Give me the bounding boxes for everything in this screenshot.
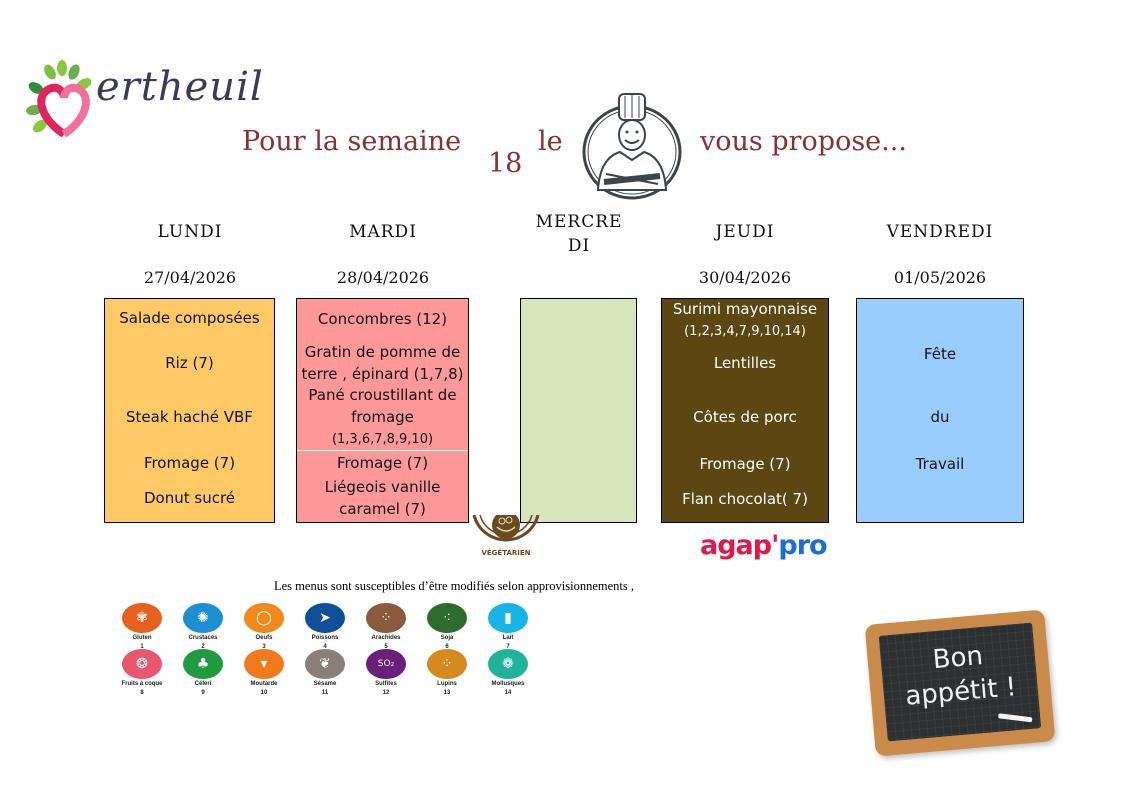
menu-item: Concombres (12) <box>317 310 448 328</box>
menu-item: Flan chocolat( 7) <box>682 490 808 508</box>
supply-notice: Les menus sont susceptibles d’être modif… <box>274 579 635 593</box>
menu-item: Steak haché VBF <box>126 408 253 426</box>
agappro-logo: agap'pro <box>700 530 828 561</box>
brand-part1: agap' <box>700 530 779 561</box>
headline-mid: le <box>538 126 563 157</box>
menu-box-thursday: Surimi mayonnaise (1,2,3,4,7,9,10,14) Le… <box>661 298 829 523</box>
menu-item: Fromage (7) <box>143 454 236 472</box>
menu-box-monday: Salade composées Riz (7) Steak haché VBF… <box>104 298 275 523</box>
logo-text: ertheuil <box>96 64 264 110</box>
day-name-wednesday: MERCRE DI <box>494 210 664 258</box>
menu-item: fromage <box>351 408 414 426</box>
soy-icon: ⁖ <box>427 603 467 633</box>
chef-icon <box>582 93 682 200</box>
menu-item: Fête <box>923 345 957 363</box>
menu-item: Salade composées <box>119 309 260 327</box>
headline-right: vous propose... <box>700 126 907 157</box>
day-name-wednesday-line2: DI <box>567 236 591 256</box>
day-name-thursday: JEUDI <box>715 222 775 242</box>
allergen-gluten: ✾ Gluten 1 <box>114 603 170 651</box>
menu-item: Lentilles <box>713 354 777 372</box>
headline-left: Pour la semaine <box>242 126 462 157</box>
sesame-icon: ❦ <box>305 649 345 679</box>
menu-item: Pané croustillant de <box>308 386 457 404</box>
menu-box-friday: Fête du Travail <box>856 298 1024 523</box>
chef-illustration <box>580 90 685 202</box>
chalk-icon <box>998 713 1033 723</box>
menu-item: Surimi mayonnaise <box>672 300 818 318</box>
celery-icon: ♣ <box>183 649 223 679</box>
town-logo: ertheuil <box>24 58 263 138</box>
section-divider <box>297 450 468 451</box>
allergen-arachides: ⁘ Arachides 5 <box>358 603 414 651</box>
allergen-moutarde: ▾ Moutarde 10 <box>236 649 292 697</box>
day-name-tuesday: MARDI <box>349 222 417 242</box>
menu-item: Liégeois vanille <box>324 478 441 496</box>
day-date-friday: 01/05/2026 <box>893 268 987 287</box>
week-number: 18 <box>488 148 523 179</box>
milk-icon: ▮ <box>488 603 528 633</box>
allergen-sulfites: SO₂ Sulfites 12 <box>358 649 414 697</box>
wheat-icon: ✾ <box>122 603 162 633</box>
peanut-icon: ⁘ <box>366 603 406 633</box>
menu-item: Côtes de porc <box>693 408 797 426</box>
mustard-icon: ▾ <box>244 649 284 679</box>
lupin-icon: ⁘ <box>427 649 467 679</box>
allergen-lait: ▮ Lait 7 <box>480 603 536 651</box>
allergen-mollusques: ❁ Mollusques 14 <box>480 649 536 697</box>
svg-text:VÉGÉTARIEN: VÉGÉTARIEN <box>481 548 530 557</box>
menu-item: Fromage (7) <box>336 454 429 472</box>
day-date-monday: 27/04/2026 <box>143 268 237 287</box>
menu-box-wednesday <box>520 298 637 523</box>
allergen-poissons: ➤ Poissons 4 <box>297 603 353 651</box>
allergen-lupins: ⁘ Lupins 13 <box>419 649 475 697</box>
menu-item: Donut sucré <box>143 489 236 507</box>
shell-icon: ❁ <box>488 649 528 679</box>
allergen-soja: ⁖ Soja 6 <box>419 603 475 651</box>
menu-item: caramel (7) <box>339 500 426 518</box>
day-date-tuesday: 28/04/2026 <box>336 268 430 287</box>
menu-item: (1,3,6,7,8,9,10) <box>331 432 434 447</box>
menu-box-tuesday: Concombres (12) Gratin de pomme de terre… <box>296 298 469 523</box>
allergen-fruits-a-coque: ❂ Fruits à coque 8 <box>114 649 170 697</box>
vegetarian-icon: VÉGÉTARIEN <box>472 511 540 557</box>
menu-item: Gratin de pomme de <box>304 343 461 361</box>
fish-icon: ➤ <box>305 603 345 633</box>
brand-part2: pro <box>778 530 827 561</box>
menu-item: Fromage (7) <box>699 455 791 473</box>
allergen-celeri: ♣ Céleri 9 <box>175 649 231 697</box>
slate-board: Bon appétit ! <box>878 622 1042 742</box>
day-name-monday: LUNDI <box>157 222 223 242</box>
bon-appetit-slate: Bon appétit ! <box>864 609 1056 757</box>
menu-item: Riz (7) <box>165 354 214 372</box>
sulfite-icon: SO₂ <box>366 649 406 679</box>
menu-item: (1,2,3,4,7,9,10,14) <box>684 324 806 339</box>
nut-icon: ❂ <box>122 649 162 679</box>
allergen-crustaces: ✺ Crustacés 2 <box>175 603 231 651</box>
day-name-wednesday-line1: MERCRE <box>535 212 623 232</box>
egg-icon: ◯ <box>244 603 284 633</box>
crab-icon: ✺ <box>183 603 223 633</box>
menu-item: Travail <box>915 455 965 473</box>
allergen-sesame: ❦ Sésame 11 <box>297 649 353 697</box>
menu-item: terre , épinard (1,7,8) <box>301 365 464 383</box>
vegetarian-badge: VÉGÉTARIEN <box>471 511 541 571</box>
menu-item: du <box>930 408 950 426</box>
heart-leaves-icon <box>26 60 92 138</box>
day-name-friday: VENDREDI <box>886 222 994 242</box>
day-date-thursday: 30/04/2026 <box>698 268 792 287</box>
allergen-oeufs: ◯ Oeufs 3 <box>236 603 292 651</box>
